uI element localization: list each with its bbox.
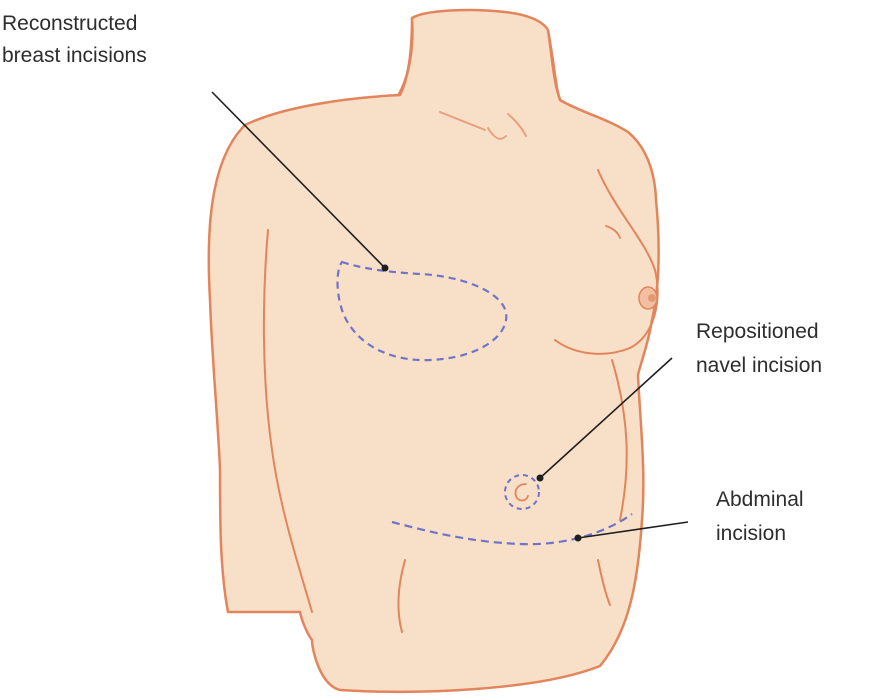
nipple (639, 287, 657, 309)
navel-leader-dot (537, 475, 544, 482)
abdominal-label-line-1: Abdminal (716, 488, 804, 511)
navel-label-line-1: Repositioned (696, 320, 819, 343)
breast-label-line-1: Reconstructed (2, 12, 137, 35)
navel-label-line-2: navel incision (696, 354, 822, 377)
breast-incision-label: Reconstructed breast incisions (2, 12, 147, 67)
breast-label-line-2: breast incisions (2, 44, 147, 67)
breast-leader-dot (382, 265, 389, 272)
abdominal-label-line-2: incision (716, 522, 786, 545)
torso-body (209, 10, 659, 692)
abdominal-incision-label: Abdminal incision (716, 488, 804, 545)
navel-incision-label: Repositioned navel incision (696, 320, 822, 377)
abdominal-leader-dot (575, 535, 582, 542)
